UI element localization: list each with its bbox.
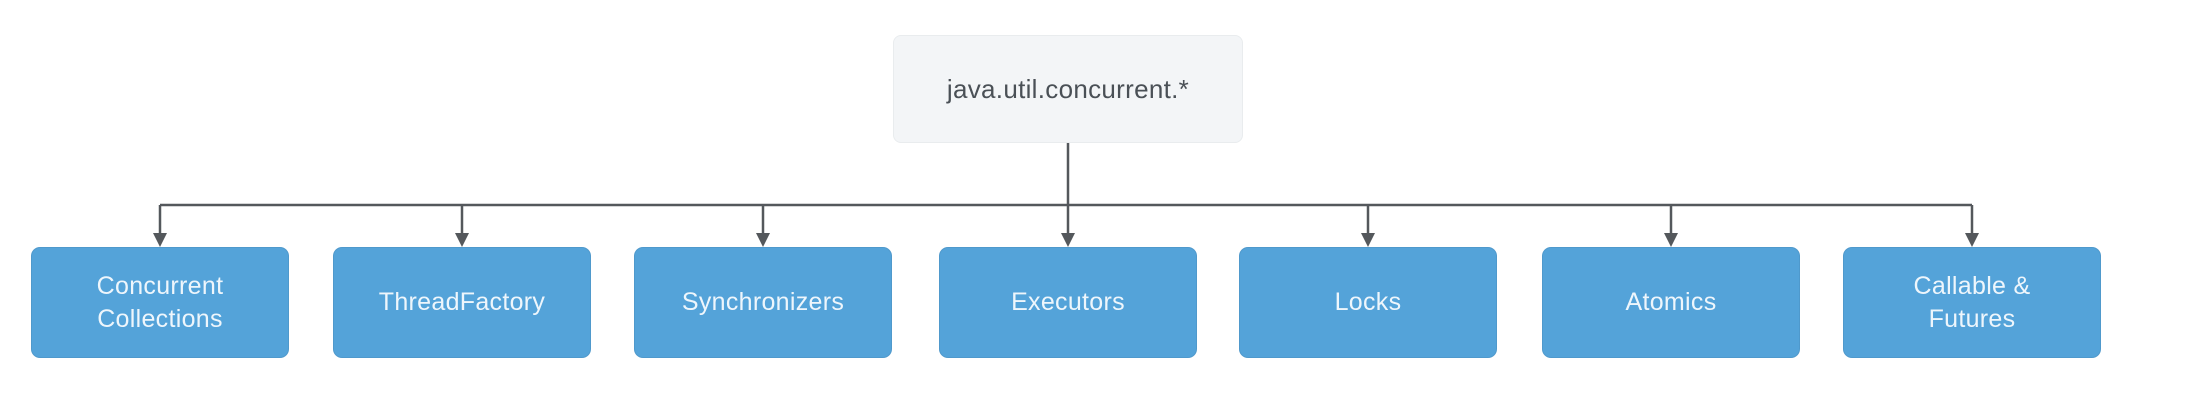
arrowhead-icon bbox=[756, 233, 770, 247]
node-label: ThreadFactory bbox=[378, 288, 546, 316]
node-executors: Executors bbox=[939, 247, 1197, 358]
root-node-label: java.util.concurrent.* bbox=[946, 73, 1190, 104]
node-locks: Locks bbox=[1239, 247, 1497, 358]
node-label: Concurrent Collections bbox=[96, 271, 224, 333]
arrowhead-icon bbox=[153, 233, 167, 247]
node-synchronizers: Synchronizers bbox=[634, 247, 892, 358]
node-label: Atomics bbox=[1625, 288, 1717, 316]
node-label: Synchronizers bbox=[681, 288, 845, 316]
node-atomics: Atomics bbox=[1542, 247, 1800, 358]
node-label: Locks bbox=[1334, 288, 1402, 316]
arrowhead-icon bbox=[455, 233, 469, 247]
node-callable-futures: Callable & Futures bbox=[1843, 247, 2101, 358]
arrowhead-icon bbox=[1061, 233, 1075, 247]
node-threadfactory: ThreadFactory bbox=[333, 247, 591, 358]
arrowhead-icon bbox=[1361, 233, 1375, 247]
node-concurrent-collections: Concurrent Collections bbox=[31, 247, 289, 358]
root-node: java.util.concurrent.* bbox=[893, 35, 1243, 143]
node-label: Executors bbox=[1011, 288, 1125, 316]
node-label: Callable & Futures bbox=[1913, 271, 2031, 333]
arrowhead-icon bbox=[1965, 233, 1979, 247]
arrowhead-icon bbox=[1664, 233, 1678, 247]
